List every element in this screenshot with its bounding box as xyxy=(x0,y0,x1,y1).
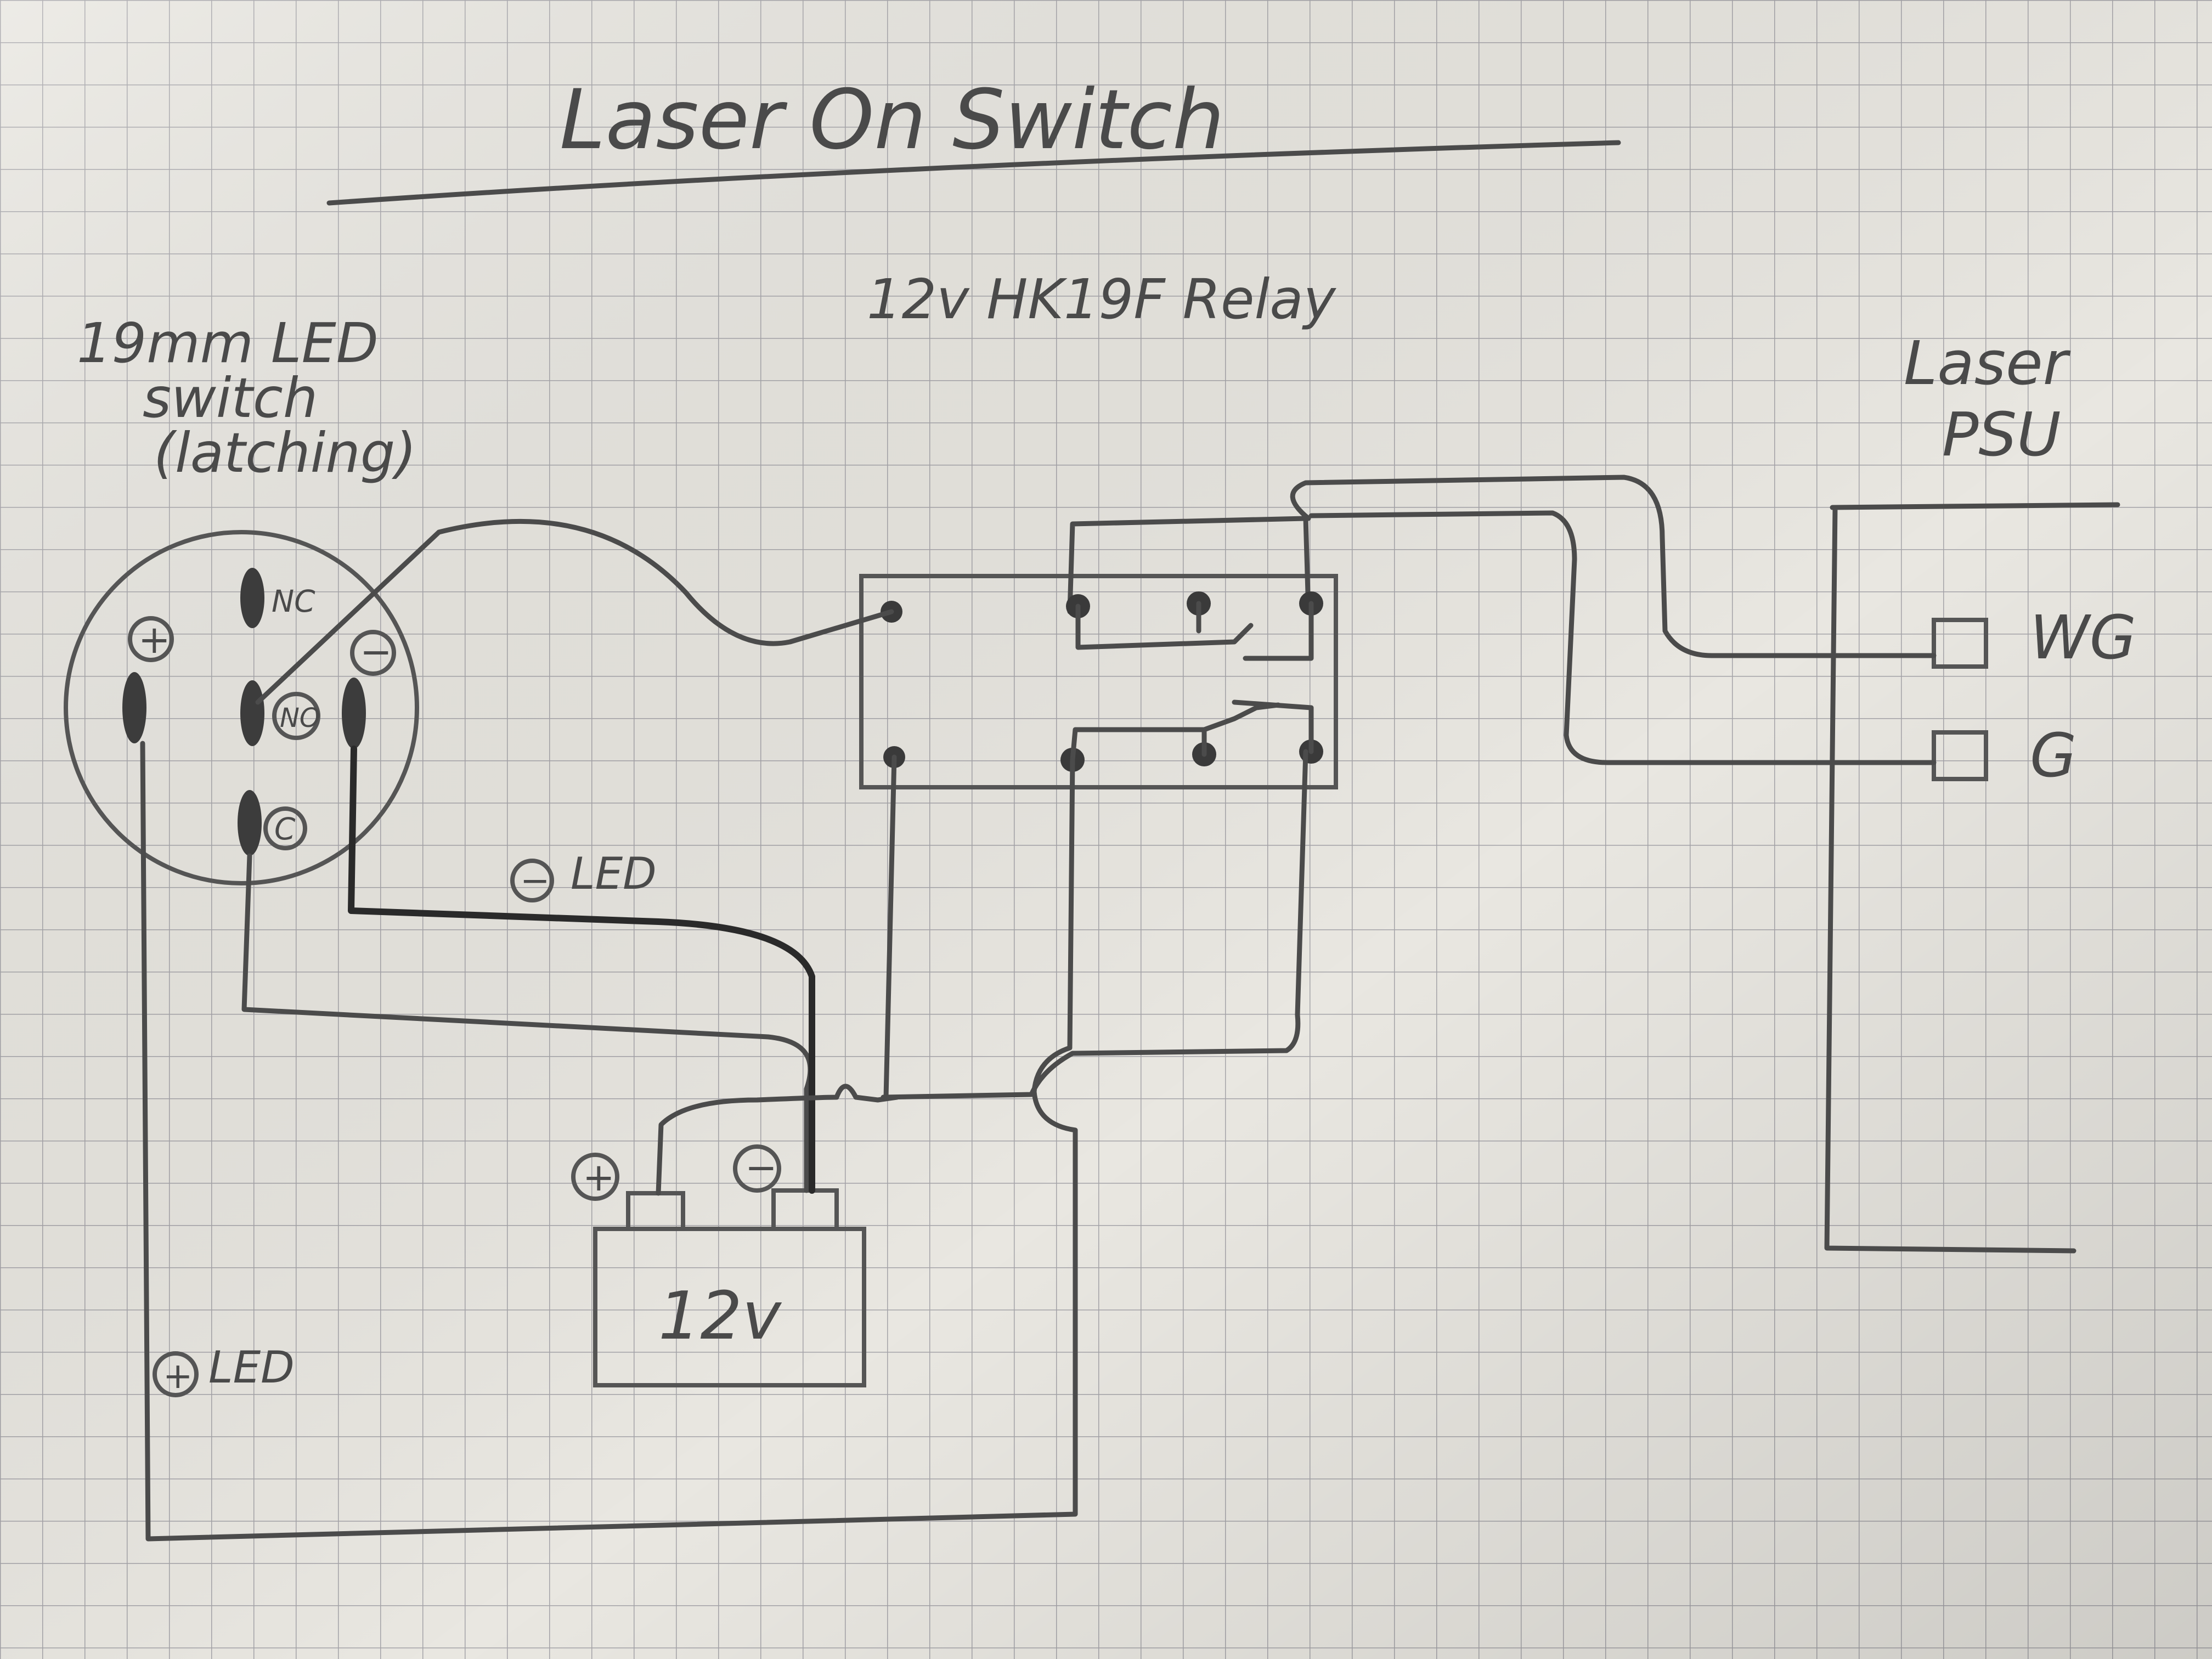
minus-led-sign: − xyxy=(520,860,550,901)
switch-pin-no-label: NO xyxy=(280,703,320,733)
psu-terminal-g xyxy=(1932,730,1988,781)
wire-com2-to-loop xyxy=(140,741,1078,1542)
psu-terminal-wg-label: WG xyxy=(2030,602,2136,673)
switch-outline xyxy=(64,530,419,885)
psu-label-line1: Laser xyxy=(1904,328,2071,398)
relay-top-bracket xyxy=(1067,516,1311,614)
psu-terminal-g-label: G xyxy=(2030,720,2076,791)
battery-minus-ring xyxy=(733,1144,781,1193)
switch-pin-nc-label: NC xyxy=(272,584,315,619)
page-title: Laser On Switch xyxy=(560,72,1224,168)
relay xyxy=(859,516,1338,789)
minus-led-label: LED xyxy=(571,848,657,899)
battery-post-plus xyxy=(626,1191,685,1231)
switch-pin-c-ring xyxy=(263,806,307,850)
switch-plus-ring xyxy=(128,616,174,662)
switch-minus-ring xyxy=(350,630,396,676)
relay-body xyxy=(859,574,1338,789)
relay-label: 12v HK19F Relay xyxy=(867,267,1337,331)
led-switch: NC NO C + − xyxy=(64,530,419,885)
switch-label-line3: (latching) xyxy=(154,421,416,485)
wire-battery-plus xyxy=(656,1084,900,1196)
psu-outline xyxy=(1824,502,2120,1254)
switch-label-line1: 19mm LED xyxy=(77,311,379,375)
switch-pin-c xyxy=(238,790,262,856)
switch-pin-c-label: C xyxy=(274,811,296,847)
wire-relay-to-wg xyxy=(1290,475,1937,658)
switch-pin-no xyxy=(240,680,264,746)
switch-pin-no-ring xyxy=(272,692,320,740)
battery-body xyxy=(593,1227,866,1387)
switch-label-line2: switch xyxy=(143,366,318,430)
psu-label-line2: PSU xyxy=(1942,399,2061,470)
laser-psu: WG G xyxy=(1824,502,2136,1254)
switch-plus-label: + xyxy=(138,617,171,662)
switch-pin-nc xyxy=(240,568,264,628)
relay-contact2 xyxy=(1070,702,1281,763)
battery-plus-ring xyxy=(571,1153,619,1201)
battery-plus-label: + xyxy=(583,1155,615,1200)
battery-label: 12v xyxy=(658,1278,782,1355)
psu-terminal-wg xyxy=(1932,618,1988,669)
wire-coil-bottom-down xyxy=(883,754,897,1100)
wire-minus-led-to-battery xyxy=(348,746,815,1194)
switch-pin-minus xyxy=(342,678,366,749)
wire-c-to-battery xyxy=(241,853,813,1193)
wire-relay-to-g xyxy=(1308,510,1937,765)
minus-led-ring xyxy=(510,859,554,902)
plus-led-sign: + xyxy=(163,1356,193,1397)
switch-pin-plus xyxy=(122,672,146,743)
battery-minus-label: − xyxy=(745,1145,777,1190)
title-underline xyxy=(326,140,1621,206)
switch-minus-label: − xyxy=(360,629,392,674)
plus-led-label: LED xyxy=(208,1342,295,1393)
battery-12v: 12v + − xyxy=(571,1144,866,1387)
wire-no-to-relay-coil xyxy=(255,518,894,705)
relay-contact2-link xyxy=(1232,699,1314,754)
relay-contact1-return xyxy=(1243,601,1314,661)
relay-contact1 xyxy=(1075,601,1254,650)
plus-led-ring xyxy=(153,1351,199,1397)
